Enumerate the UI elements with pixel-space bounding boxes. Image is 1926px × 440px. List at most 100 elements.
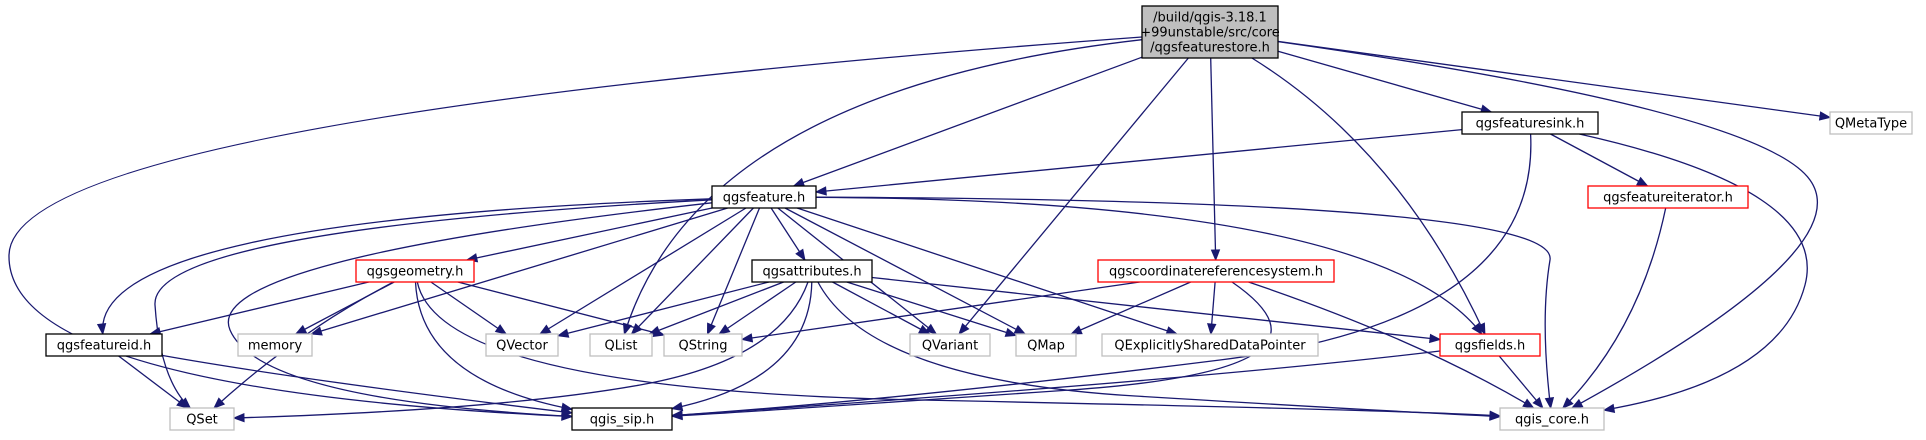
node-label: qgsfeaturesink.h [1476,117,1585,132]
node-label: QList [605,339,638,354]
node-label: qgsfeatureid.h [57,339,151,354]
node-qgsfeatureiterator[interactable]: qgsfeatureiterator.h [1587,185,1749,209]
edge-qgsfeaturesink-to-qgsfeatureiterator [1550,133,1649,187]
arrowhead [556,328,570,338]
node-qgsattributes[interactable]: qgsattributes.h [751,259,873,283]
node-label: qgsfeatureiterator.h [1603,191,1733,206]
node-root[interactable]: /build/qgis-3.18.1+99unstable/src/core/q… [1140,5,1280,59]
node-label: QExplicitlySharedDataPointer [1114,339,1306,354]
edge-qgsfeatureiterator-to-qgis_core [1561,207,1667,409]
arrowhead [1636,176,1649,187]
edge-qgsattributes-to-qstring [718,281,797,335]
node-label: qgsattributes.h [762,265,861,280]
arrowhead [1004,327,1018,337]
arrowhead [648,325,661,335]
node-label: memory [248,339,303,354]
node-qmetatype: QMetaType [1829,111,1913,135]
node-box [1587,185,1749,209]
edge-qgsfeature-to-qgsfeatureid [96,198,713,336]
edge-qgsattributes-to-qgis_core [817,281,1502,421]
arrowhead [309,326,323,336]
edge-root-to-qgsfeaturesink [1277,50,1493,114]
node-label: +99unstable/src/core [1140,26,1280,41]
arrowhead [176,397,189,409]
node-box [711,185,817,209]
node-label: qgis_sip.h [590,413,654,428]
arrowhead [958,322,970,336]
node-box [485,333,559,357]
edge-qgsattributes-to-qgsfields [871,276,1442,344]
node-qmap: QMap [1015,333,1077,357]
node-label: QSet [186,413,218,428]
edge-root-to-qgscrs [1210,57,1221,262]
arrowhead [740,333,754,343]
node-box [237,333,313,357]
node-box [1499,407,1605,431]
node-qgis_sip[interactable]: qgis_sip.h [571,407,673,431]
node-qset: QSet [169,407,235,431]
arrowhead [718,324,731,335]
node-qlist: QList [589,333,653,357]
edge-qgsfeature-to-qgsgeometry [465,207,713,263]
arrowhead [561,407,574,417]
arrowhead [1210,249,1221,262]
edge-root-to-qgsfields [1251,57,1486,336]
node-box [169,407,235,431]
arrowhead [1532,396,1544,410]
node-box [1829,111,1913,135]
arrowhead [670,410,683,420]
edge-qgsfeature-to-qgsattributes [770,207,806,262]
node-box [1439,333,1541,357]
edge-root-to-qgis_core [1277,40,1819,409]
arrowhead [1429,333,1442,344]
edge-qgscrs-to-qstring [740,281,1140,343]
edge-qgsfields-to-qgis_core [1498,355,1544,410]
node-qgsfields[interactable]: qgsfields.h [1439,333,1541,357]
edge-qgsfeaturesink-to-qgis_core [1579,133,1808,414]
node-qgsgeometry[interactable]: qgsgeometry.h [355,259,475,283]
node-label: QVariant [922,339,978,354]
edge-root-to-qlist [622,39,1143,336]
node-box [1101,333,1319,357]
arrowhead [1561,397,1574,409]
node-qvariant: QVariant [909,333,991,357]
edge-qgscrs-to-qgis_core [1248,281,1535,409]
edge-qgsfeature-to-memory [309,207,728,336]
edge-qgsfeaturesink-to-qgsfeature [814,128,1463,196]
arrowhead [706,322,716,336]
node-label: qgsgeometry.h [367,265,464,280]
arrowhead [1207,323,1217,336]
arrowhead [1602,403,1616,414]
node-label: qgsfields.h [1455,339,1525,354]
edge-qgsattributes-to-qlist [648,281,784,335]
node-box [1015,333,1077,357]
arrowhead [1013,324,1027,335]
arrowhead [538,324,552,335]
arrowhead [1070,325,1083,335]
edge-qgscrs-to-qmap [1070,281,1191,335]
edge-qgsfeature-to-qvector [538,207,747,335]
arrowhead [630,323,643,335]
edge-qgsattributes-to-qgis_sip [670,281,813,412]
node-qgsfeature[interactable]: qgsfeature.h [711,185,817,209]
node-box [1097,259,1335,283]
edge-qgsattributes-to-qmap [846,281,1018,337]
arrowhead [925,323,938,335]
node-box [1141,5,1279,59]
edge-root-to-qvariant [958,57,1189,336]
edge-qgsfeature-to-qgis_core [815,196,1555,410]
arrowhead [1818,111,1832,121]
edge-qgsgeometry-to-qvector [430,281,508,335]
node-label: /qgsfeaturestore.h [1150,41,1270,56]
node-box [589,333,653,357]
arrowhead [1471,322,1483,336]
node-qgsfeaturesink[interactable]: qgsfeaturesink.h [1461,111,1599,135]
edge-layer [8,36,1832,423]
node-qgscrs[interactable]: qgscoordinatereferencesystem.h [1097,259,1335,283]
node-box [663,333,743,357]
arrowhead [1544,397,1555,410]
node-qgsfeatureid[interactable]: qgsfeatureid.h [45,333,163,357]
node-box [909,333,991,357]
arrowhead [494,324,508,335]
node-qgis_core: qgis_core.h [1499,407,1605,431]
